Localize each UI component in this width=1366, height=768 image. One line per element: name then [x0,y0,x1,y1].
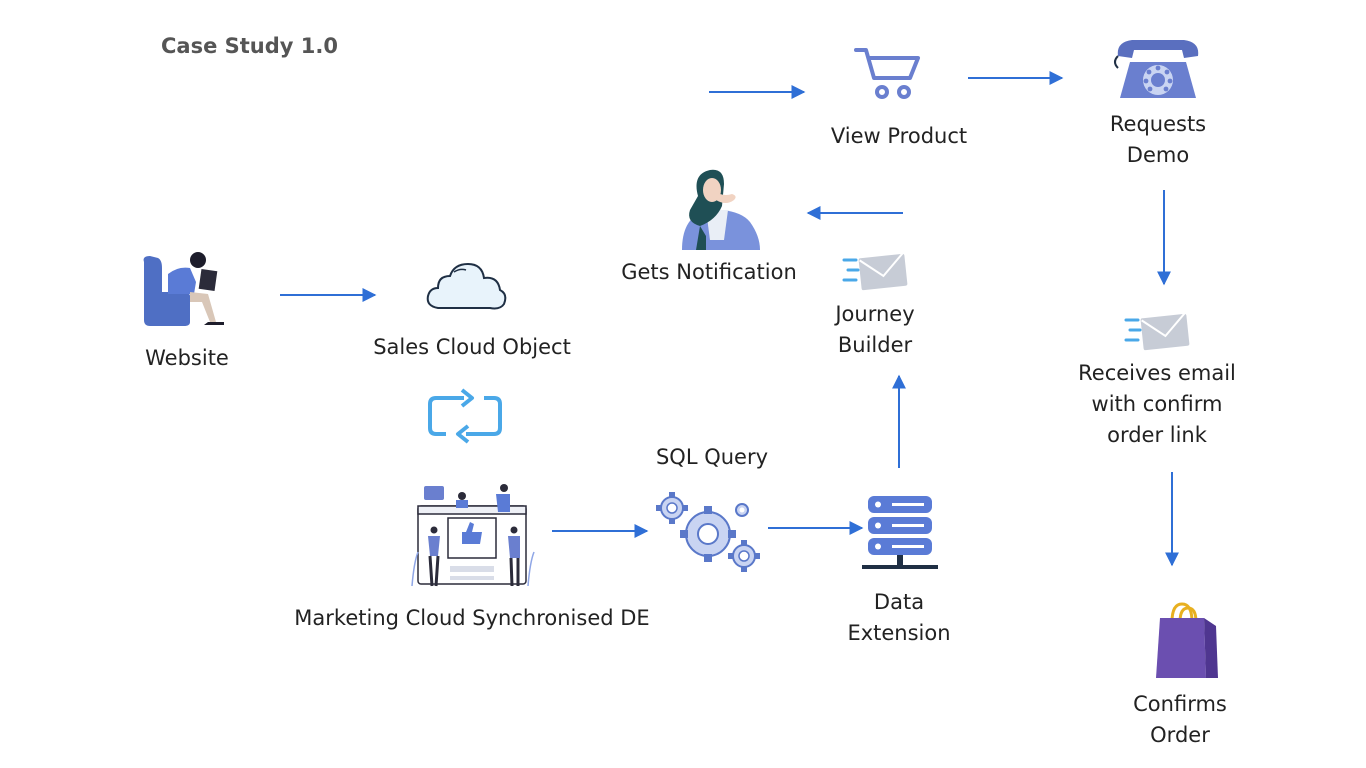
journey-label-line1: Journey [835,302,915,326]
view-product-label: View Product [830,124,968,148]
page-title: Case Study 1.0 [161,34,338,58]
sql-query-label: SQL Query [655,445,769,469]
notification-label: Gets Notification [621,260,797,284]
email-label-line3: order link [1107,423,1207,447]
thinking-woman-icon [682,169,760,250]
mc-de-label: Marketing Cloud Synchronised DE [294,606,650,630]
website-label: Website [145,346,229,370]
shopping-bag-icon [1156,602,1218,678]
server-icon [862,496,938,569]
marketing-board-icon [411,484,535,587]
sync-icon [428,388,502,444]
telephone-icon [1114,40,1199,98]
confirm-label-line2: Order [1150,723,1210,747]
envelope-icon [842,252,908,291]
email-label-line2: with confirm [1091,392,1223,416]
sales-cloud-label: Sales Cloud Object [373,335,571,359]
envelope-icon [1124,312,1190,351]
demo-label-line1: Requests [1109,112,1207,136]
email-label-line1: Receives email [1078,361,1236,385]
cart-icon [854,48,920,99]
journey-label-line2: Builder [837,333,913,357]
data-extension-label-line2: Extension [847,621,951,645]
person-laptop-icon [143,252,224,326]
cloud-icon [426,262,507,310]
confirm-label-line1: Confirms [1133,692,1227,716]
data-extension-label-line1: Data [873,590,925,614]
gears-icon [656,492,760,572]
demo-label-line2: Demo [1126,143,1190,167]
